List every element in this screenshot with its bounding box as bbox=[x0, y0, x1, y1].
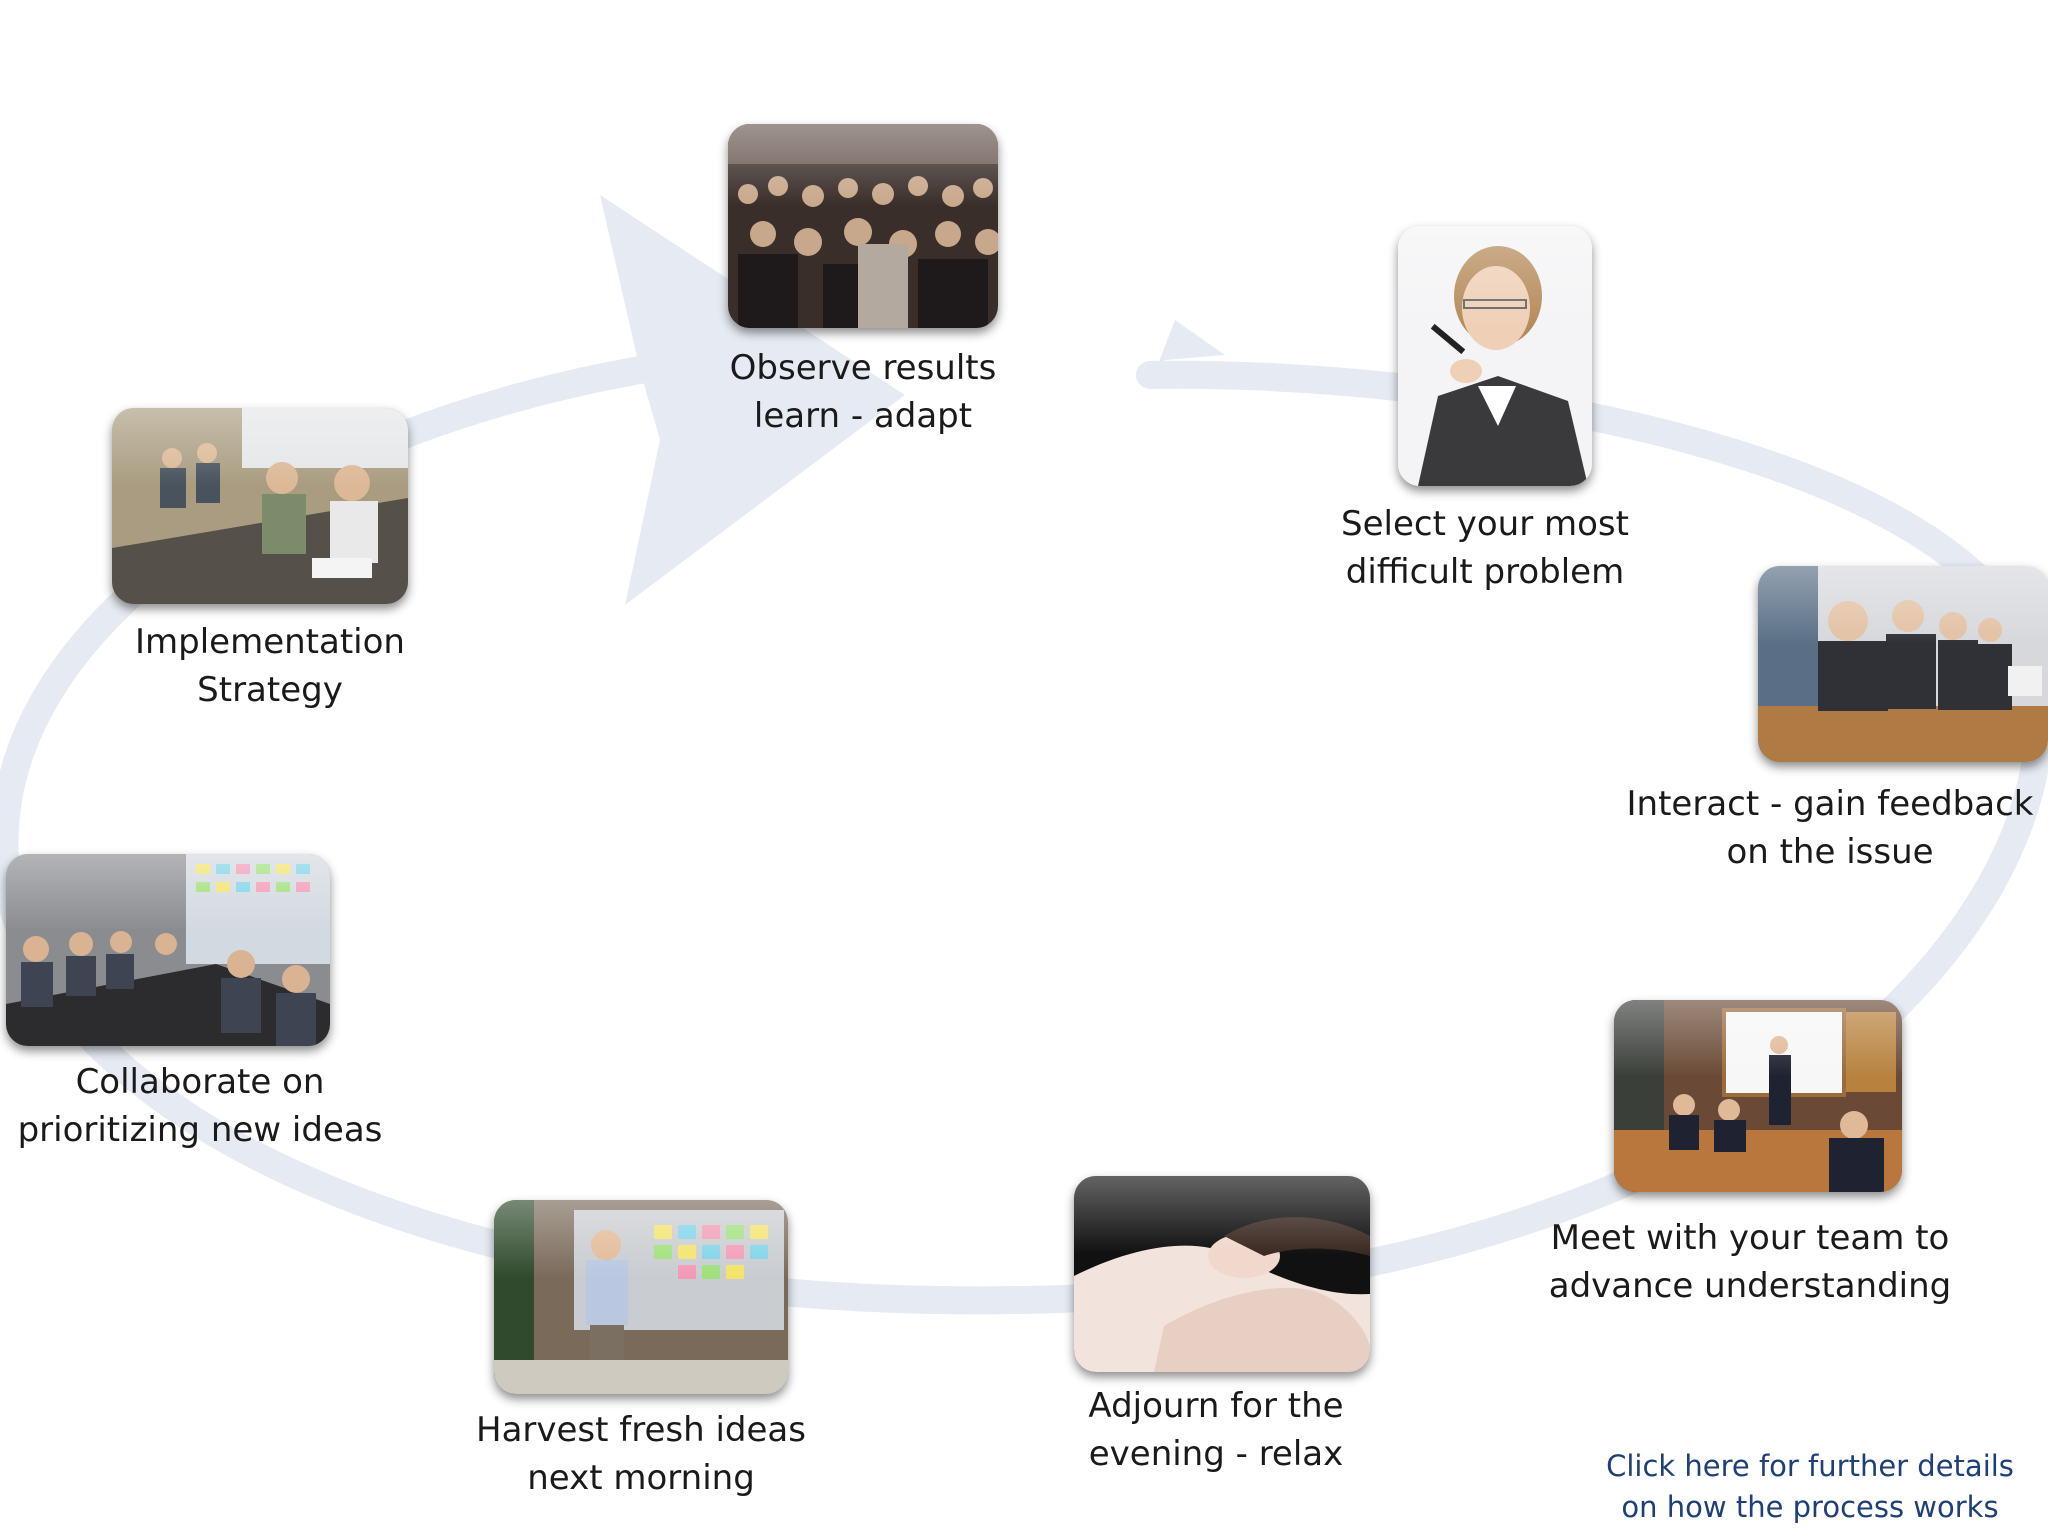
step-adjourn-caption: Adjourn for the evening - relax bbox=[1056, 1382, 1376, 1478]
further-details-link-line1: Click here for further details bbox=[1606, 1449, 2014, 1483]
cycle-arrow-tail bbox=[1150, 320, 1225, 385]
step-meet-team-caption: Meet with your team to advance understan… bbox=[1530, 1214, 1970, 1310]
presenter-sticky-notes-photo bbox=[494, 1200, 788, 1394]
audience-applause-photo bbox=[728, 124, 998, 328]
step-adjourn-line1: Adjourn for the bbox=[1088, 1386, 1344, 1426]
step-harvest-line2: next morning bbox=[527, 1458, 755, 1498]
whiteboard-presentation-photo bbox=[1614, 1000, 1902, 1192]
step-interact-line2: on the issue bbox=[1726, 832, 1934, 872]
step-meet-team-line1: Meet with your team to bbox=[1550, 1218, 1950, 1258]
step-interact-caption: Interact - gain feedback on the issue bbox=[1620, 780, 2040, 876]
step-implementation-caption: Implementation Strategy bbox=[100, 618, 440, 714]
step-collaborate-line2: prioritizing new ideas bbox=[17, 1110, 383, 1150]
step-select-problem-line1: Select your most bbox=[1341, 504, 1629, 544]
step-harvest-line1: Harvest fresh ideas bbox=[476, 1410, 806, 1450]
step-collaborate-caption: Collaborate on prioritizing new ideas bbox=[0, 1058, 400, 1154]
step-implementation-line1: Implementation bbox=[135, 622, 405, 662]
step-collaborate-line1: Collaborate on bbox=[75, 1062, 325, 1102]
step-adjourn-line2: evening - relax bbox=[1088, 1434, 1344, 1474]
step-meet-team-line2: advance understanding bbox=[1548, 1266, 1952, 1306]
team-collaboration-photo bbox=[6, 854, 330, 1046]
step-observe-line2: learn - adapt bbox=[753, 396, 973, 436]
step-observe-line1: Observe results bbox=[729, 348, 997, 388]
cycle-arrow-head bbox=[600, 195, 905, 605]
step-select-problem-line2: difficult problem bbox=[1345, 552, 1625, 592]
further-details-link[interactable]: Click here for further details on how th… bbox=[1560, 1446, 2048, 1528]
step-select-problem-caption: Select your most difficult problem bbox=[1320, 500, 1650, 596]
step-interact-line1: Interact - gain feedback bbox=[1626, 784, 2034, 824]
meeting-table-photo bbox=[1758, 566, 2048, 762]
woman-thinking-photo bbox=[1398, 226, 1592, 486]
further-details-link-line2: on how the process works bbox=[1621, 1490, 1999, 1524]
step-implementation-line2: Strategy bbox=[197, 670, 343, 710]
workshop-table-photo bbox=[112, 408, 408, 604]
step-observe-caption: Observe results learn - adapt bbox=[728, 344, 998, 440]
sleeping-woman-photo bbox=[1074, 1176, 1370, 1372]
step-harvest-caption: Harvest fresh ideas next morning bbox=[466, 1406, 816, 1502]
